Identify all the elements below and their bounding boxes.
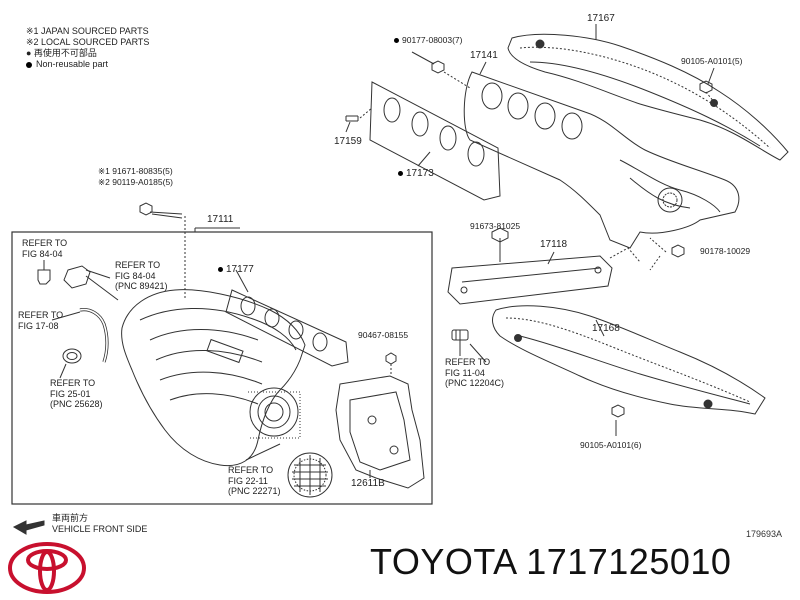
- refer-fig-17-08: REFER TO FIG 17-08: [18, 310, 63, 331]
- vehicle-front-note: 車両前方 VEHICLE FRONT SIDE: [52, 513, 147, 535]
- vehicle-front-en: VEHICLE FRONT SIDE: [52, 524, 148, 534]
- part-label-17111: 17111: [207, 214, 234, 225]
- legend-non-reusable-jp: ● 再使用不可部品: [26, 48, 97, 58]
- nut-90177: [431, 60, 445, 74]
- intake-manifold-17111: [121, 289, 306, 467]
- part-label-17173: 17173: [398, 168, 434, 179]
- brand-part-title: TOYOTA 1717125010: [370, 541, 732, 582]
- refer-text: REFER TO FIG 84-04 (PNC 89421): [115, 260, 168, 291]
- refer-fig-22-11: REFER TO FIG 22-11 (PNC 22271): [228, 465, 281, 497]
- part-label-17141: 17141: [470, 50, 498, 61]
- legend-non-reusable-en: Non-reusable part: [26, 59, 149, 70]
- refer-fig-11-04: REFER TO FIG 11-04 (PNC 12204C): [445, 357, 504, 389]
- heat-insulator-17167: [507, 33, 789, 161]
- exhaust-manifold-17141: [463, 71, 740, 249]
- refer-fig-84-04-b: REFER TO FIG 84-04 (PNC 89421): [115, 260, 168, 292]
- refer-text: REFER TO FIG 25-01 (PNC 25628): [50, 378, 103, 409]
- part-label-90177: 90177-08003(7): [394, 35, 463, 45]
- refer-text: REFER TO FIG 17-08: [18, 310, 64, 331]
- part-label-17159: 17159: [334, 136, 362, 147]
- throttle-body-gasket: [287, 452, 333, 498]
- part-label-90119: ※2 90119-A0185(5): [98, 177, 174, 187]
- part-label-90178: 90178-10029: [700, 246, 751, 256]
- gasket-17173: [369, 81, 501, 201]
- part-label-90105-lower: 90105-A0101(6): [580, 440, 642, 450]
- refer-text: REFER TO FIG 22-11 (PNC 22271): [228, 465, 281, 496]
- manifold-stay-17118: [447, 255, 613, 305]
- part-label-17177: 17177: [218, 264, 254, 275]
- heat-insulator-17168: [492, 305, 766, 415]
- refer-text: REFER TO FIG 84-04: [22, 238, 68, 259]
- vehicle-front-jp: 車両前方: [52, 513, 89, 523]
- stud-17159: [345, 107, 373, 122]
- part-label-17167: 17167: [587, 13, 615, 24]
- refer-fig-25-01: REFER TO FIG 25-01 (PNC 25628): [50, 378, 103, 410]
- refer-fig-84-04-a: REFER TO FIG 84-04: [22, 238, 67, 259]
- part-label-90105-upper: 90105-A0101(5): [681, 56, 743, 66]
- parts-legend: ※1 JAPAN SOURCED PARTS ※2 LOCAL SOURCED …: [26, 26, 149, 70]
- refer-text: REFER TO FIG 11-04 (PNC 12204C): [445, 357, 505, 388]
- bracket-12611b: [335, 375, 425, 489]
- part-label-91671: ※1 91671-80835(5): [98, 166, 173, 176]
- part-label-12611b: 12611B: [351, 478, 385, 489]
- part-label-17118: 17118: [540, 239, 568, 250]
- non-reusable-dot-icon: [26, 61, 32, 68]
- part-label-17168: 17168: [592, 323, 620, 334]
- illustration-number: 179693A: [746, 529, 783, 539]
- vehicle-front-arrow: [12, 520, 45, 535]
- intake-manifold-group-frame: [11, 231, 433, 505]
- part-label-91673: 91673-81025: [470, 221, 521, 231]
- gasket-17177: [225, 289, 349, 367]
- part-label-90467: 90467-08155: [358, 330, 409, 340]
- legend-local-sourced: ※2 LOCAL SOURCED PARTS: [26, 37, 150, 47]
- toyota-logo-icon: [8, 542, 86, 594]
- legend-japan-sourced: ※1 JAPAN SOURCED PARTS: [26, 26, 149, 36]
